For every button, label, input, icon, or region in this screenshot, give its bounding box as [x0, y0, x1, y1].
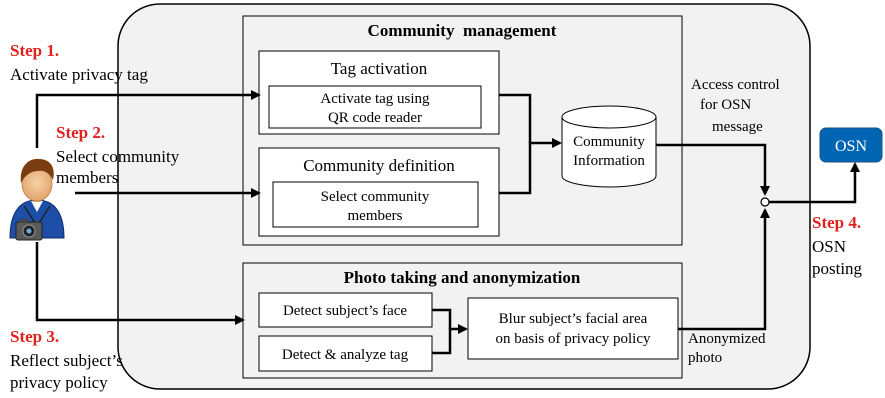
arrow-def-to-db [499, 138, 562, 195]
database-cylinder-icon [561, 105, 657, 188]
step2-label: Step 2. [56, 123, 106, 142]
community-management-title: Community management [368, 21, 557, 40]
step3-text-line2: privacy policy [10, 373, 108, 392]
anonymized-line1: Anonymized [688, 331, 766, 347]
step1-label: Step 1. [10, 41, 60, 60]
community-definition-inner-box [272, 181, 479, 228]
step4-text-line2: posting [812, 259, 863, 278]
step1-text: Activate privacy tag [10, 65, 148, 84]
anonymized-line2: photo [688, 350, 722, 366]
arrow-face-to-blur [432, 308, 452, 329]
connectors [35, 90, 860, 355]
database-line2: Information [573, 153, 645, 169]
step2-text-line2: members [56, 168, 119, 187]
detect-face-text: Detect subject’s face [283, 303, 407, 319]
community-definition-title: Community definition [303, 156, 455, 175]
tag-activation-inner-line2: QR code reader [328, 110, 422, 126]
blur-box [467, 297, 679, 360]
community-definition-inner-line1: Select community [321, 189, 430, 205]
arrow-step1 [35, 90, 261, 148]
arrow-to-osn [769, 162, 860, 204]
access-control-line1: Access control [691, 77, 780, 93]
detect-tag-box [258, 335, 433, 372]
detect-tag-text: Detect & analyze tag [282, 347, 409, 363]
blur-line2: on basis of privacy policy [496, 331, 651, 347]
step2-text-line1: Select community [56, 147, 180, 166]
step3-label: Step 3. [10, 327, 60, 346]
database-line1: Community [573, 134, 645, 150]
tag-activation-title: Tag activation [331, 59, 428, 78]
photo-taking-title: Photo taking and anonymization [344, 268, 581, 287]
tag-activation-inner-box [268, 85, 482, 129]
arrow-tag-to-blur [432, 324, 468, 355]
tag-activation-inner-line1: Activate tag using [320, 91, 430, 107]
community-definition-inner-line2: members [348, 208, 403, 224]
access-control-line3: message [712, 119, 763, 135]
osn-label: OSN [835, 138, 867, 155]
blur-line1: Blur subject’s facial area [499, 311, 648, 327]
arrow-step3 [35, 242, 245, 325]
junction-node [760, 197, 770, 207]
step3-text-line1: Reflect subject’s [10, 351, 123, 370]
user-with-camera-icon [9, 158, 65, 241]
access-control-line2: for OSN [700, 97, 751, 113]
step4-text-line1: OSN [812, 237, 847, 256]
step4-label: Step 4. [812, 213, 862, 232]
arrow-blur-to-access [678, 208, 770, 331]
arrow-db-to-access [656, 143, 770, 196]
arrow-tag-to-db [499, 93, 532, 143]
